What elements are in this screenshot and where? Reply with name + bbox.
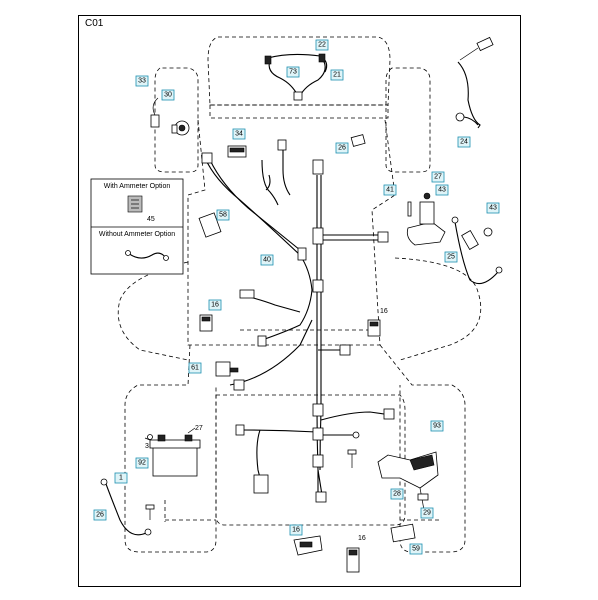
- callout-93: 29: [420, 507, 434, 519]
- svg-text:25: 25: [447, 254, 455, 261]
- svg-text:26: 26: [96, 512, 104, 519]
- svg-text:16: 16: [292, 527, 300, 534]
- label-27-battery: 27: [195, 425, 203, 432]
- label-3-battery: 3: [145, 443, 149, 450]
- ground-cable: [451, 216, 503, 285]
- callout-26-upper: 26: [335, 142, 349, 154]
- svg-text:27: 27: [434, 174, 442, 181]
- starter-solenoid: [406, 192, 446, 246]
- part-29: [293, 535, 323, 556]
- callout-73: 73: [286, 66, 300, 78]
- callout-43-right: 43: [486, 202, 500, 214]
- part-26-upper: [350, 134, 366, 147]
- svg-text:43: 43: [438, 187, 446, 194]
- callout-94: 93: [430, 420, 444, 432]
- svg-text:43: 43: [489, 205, 497, 212]
- callout-21: 21: [330, 69, 344, 81]
- svg-text:40: 40: [263, 257, 271, 264]
- ignition-module: [347, 449, 439, 511]
- switch-16-left: [199, 314, 213, 332]
- jumper-wire-icon: [127, 252, 167, 259]
- callout-92: 28: [390, 488, 404, 500]
- svg-text:1: 1: [119, 475, 123, 482]
- svg-text:22: 22: [318, 42, 326, 49]
- svg-text:21: 21: [333, 72, 341, 79]
- svg-text:93: 93: [433, 423, 441, 430]
- svg-text:24: 24: [460, 139, 468, 146]
- svg-text:61: 61: [191, 365, 199, 372]
- svg-text:30: 30: [164, 92, 172, 99]
- with-ammeter-title: With Ammeter Option: [104, 183, 171, 190]
- ammeter-inset: With Ammeter Option Without Ammeter Opti…: [90, 178, 184, 275]
- svg-text:34: 34: [235, 131, 243, 138]
- main-wire-harness: [201, 139, 395, 503]
- svg-text:29: 29: [423, 510, 431, 517]
- callout-22: 22: [315, 39, 329, 51]
- svg-text:16: 16: [211, 302, 219, 309]
- svg-text:33: 33: [138, 78, 146, 85]
- callout-59: 59: [409, 543, 423, 555]
- callout-41: 41: [383, 184, 397, 196]
- positive-cable: [455, 36, 494, 129]
- switch-34: [227, 145, 247, 158]
- with-ammeter-part: 45: [147, 216, 155, 223]
- label-16-bottom: 16: [358, 535, 366, 542]
- diagram-frame: [78, 15, 521, 587]
- headlight-harness: [264, 53, 328, 101]
- tractor-outline: [117, 36, 482, 553]
- svg-text:58: 58: [219, 212, 227, 219]
- callout-5: 92: [135, 457, 149, 469]
- callout-26-lower: 26: [93, 509, 107, 521]
- callout-40: 40: [260, 254, 274, 266]
- svg-text:41: 41: [386, 187, 394, 194]
- battery: [100, 427, 201, 536]
- switch-16-bottom: [346, 547, 360, 573]
- callout-27-upper: 27: [431, 171, 445, 183]
- svg-text:28: 28: [393, 491, 401, 498]
- svg-text:59: 59: [412, 546, 420, 553]
- svg-text:73: 73: [289, 69, 297, 76]
- callout-30: 30: [161, 89, 175, 101]
- callout-16-left: 16: [208, 299, 222, 311]
- svg-text:92: 92: [138, 460, 146, 467]
- callout-43-upper: 43: [435, 184, 449, 196]
- callout-28: 16: [289, 524, 303, 536]
- svg-text:26: 26: [338, 145, 346, 152]
- callout-33: 33: [135, 75, 149, 87]
- page-label: C01: [85, 18, 104, 29]
- label-16-right: 16: [380, 308, 388, 315]
- without-ammeter-title: Without Ammeter Option: [99, 231, 175, 238]
- switch-16-right: [367, 319, 381, 337]
- callout-25: 25: [444, 251, 458, 263]
- callout-58: 58: [216, 209, 230, 221]
- callout-1: 1: [114, 472, 128, 484]
- part-59: [390, 523, 416, 543]
- ignition-switch-30: [171, 120, 190, 136]
- part-58: [198, 212, 222, 238]
- callout-61: 61: [188, 362, 202, 374]
- switch-33: [150, 97, 160, 128]
- callout-24: 24: [457, 136, 471, 148]
- relay-61: [215, 361, 239, 377]
- callout-34: 34: [232, 128, 246, 140]
